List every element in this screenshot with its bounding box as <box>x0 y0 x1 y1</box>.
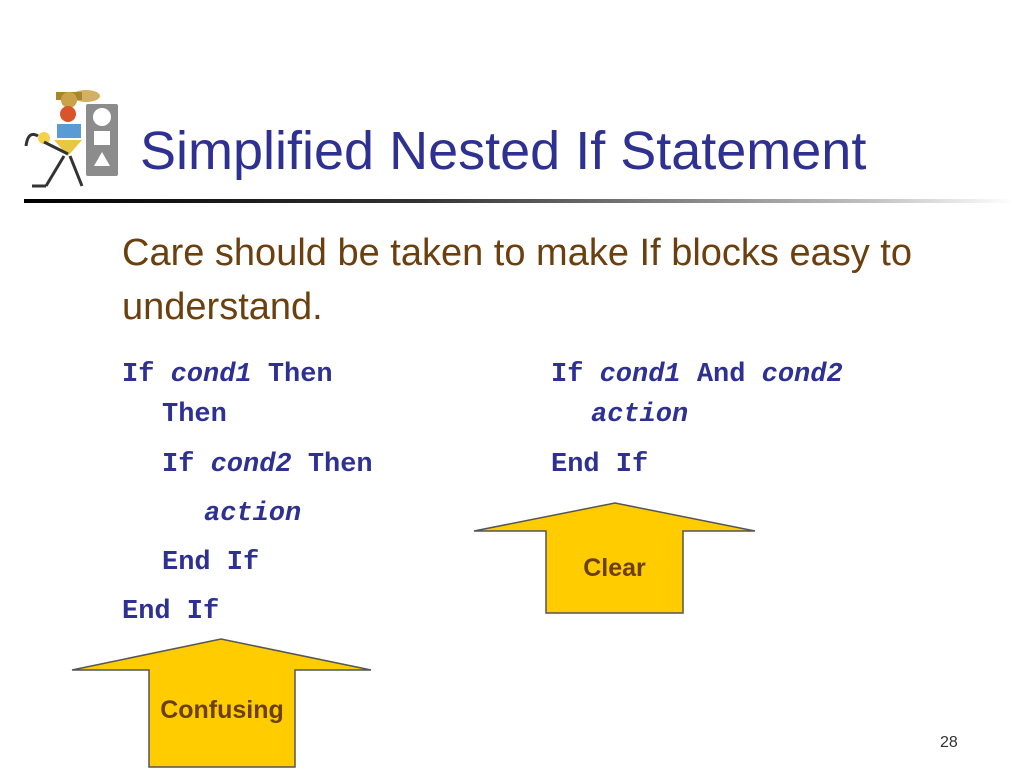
left-code-line-3: action <box>204 499 302 529</box>
page-number: 28 <box>940 734 958 751</box>
left-code-line-4: End If <box>162 548 260 578</box>
slide-title: Simplified Nested If Statement <box>140 121 867 181</box>
left-code-line-2: If cond2 Then <box>162 450 373 480</box>
confusing-arrow-icon <box>71 638 372 768</box>
confusing-label: Confusing <box>160 696 284 724</box>
left-code-line-1: If cond1 Then <box>122 360 333 390</box>
right-code-line-3: End If <box>551 450 649 480</box>
title-divider <box>24 199 1014 203</box>
right-code-line-2: action <box>591 400 689 430</box>
clear-label: Clear <box>583 554 646 582</box>
intro-text: Care should be taken to make If blocks e… <box>122 232 912 328</box>
left-code-line-1-wrap: Then <box>162 400 227 430</box>
clip-art-figure-icon <box>24 90 118 188</box>
left-code-line-5: End If <box>122 597 220 627</box>
right-code-line-1: If cond1 And cond2 <box>551 360 843 390</box>
clear-arrow-icon <box>473 502 756 614</box>
